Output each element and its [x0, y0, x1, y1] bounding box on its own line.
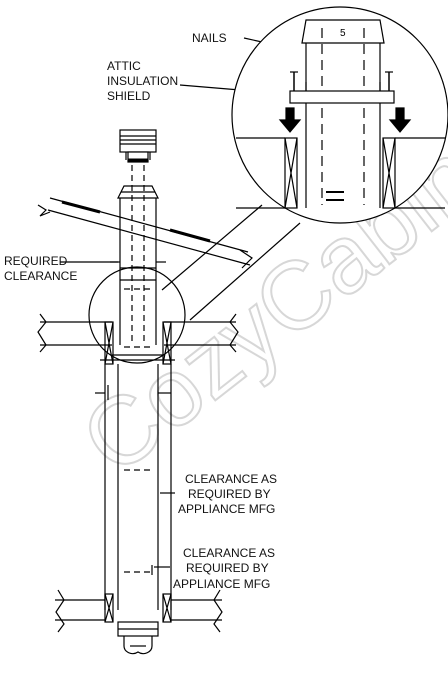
label-nails: NAILS [192, 31, 227, 45]
label-clearance-mfg1-3: APPLIANCE MFG [178, 502, 275, 516]
detail-circle-small [88, 266, 186, 364]
labels: NAILS ATTIC INSULATION SHIELD REQUIRED C… [4, 31, 277, 591]
roof [37, 197, 253, 269]
label-clearance-mfg1-1: CLEARANCE AS [185, 472, 277, 486]
chimney-cap [117, 129, 159, 199]
lower-chimney [104, 364, 172, 610]
label-required-clearance-2: CLEARANCE [4, 269, 77, 283]
detail-circle-large [231, 6, 448, 224]
diagram-lines: 5 [37, 6, 448, 655]
floor-framing [55, 589, 223, 655]
upper-chimney [119, 165, 157, 345]
label-attic-shield-3: SHIELD [107, 89, 151, 103]
label-clearance-mfg2-1: CLEARANCE AS [183, 546, 275, 560]
label-attic-shield-2: INSULATION [107, 74, 178, 88]
label-clearance-mfg2-3: APPLIANCE MFG [173, 577, 270, 591]
svg-text:5: 5 [340, 28, 346, 39]
label-clearance-mfg1-2: REQUIRED BY [188, 487, 271, 501]
label-clearance-mfg2-2: REQUIRED BY [186, 561, 269, 575]
label-required-clearance-1: REQUIRED [4, 254, 68, 268]
label-attic-shield-1: ATTIC [107, 59, 141, 73]
detail-view: 5 [236, 19, 445, 209]
ceiling-framing [37, 313, 239, 365]
